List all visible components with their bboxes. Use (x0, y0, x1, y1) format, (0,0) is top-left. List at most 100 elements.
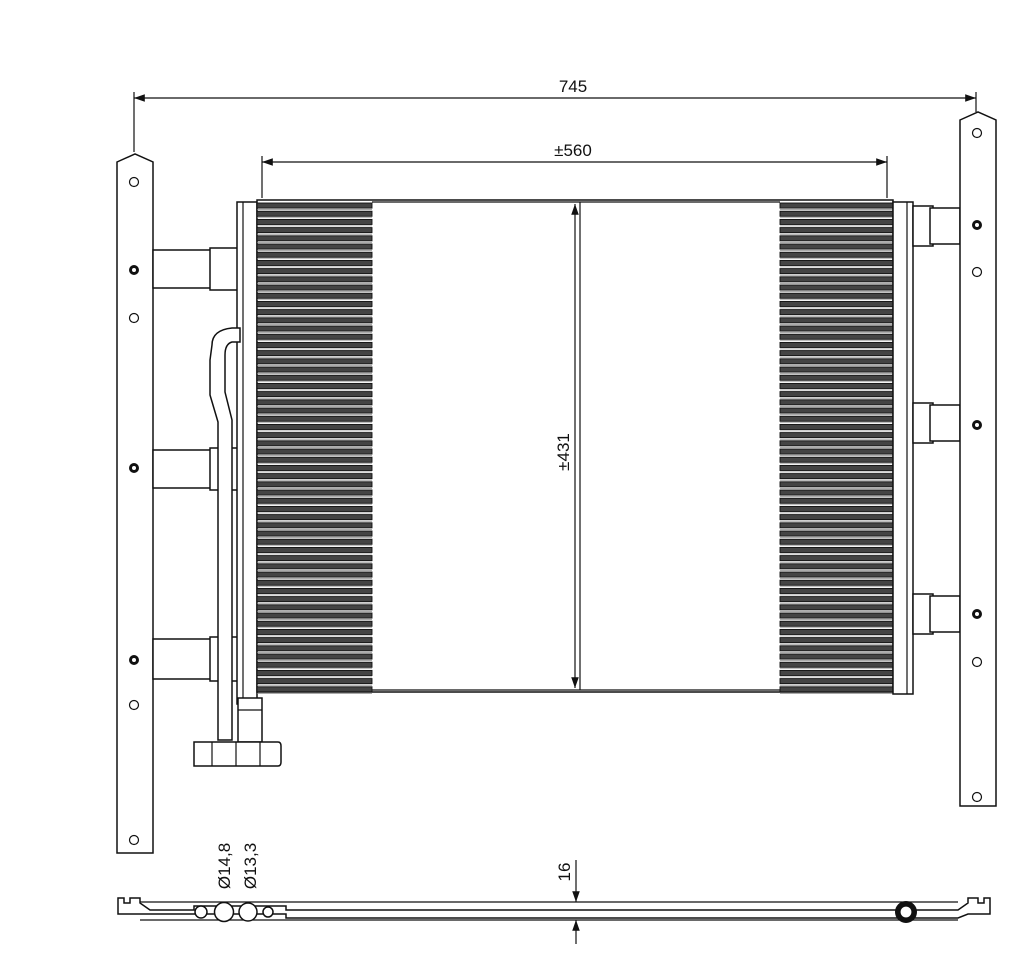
fin-row (256, 686, 373, 693)
fin-row (256, 579, 373, 586)
fin-row (779, 325, 894, 332)
fin-row (779, 579, 894, 586)
fin-row (256, 596, 373, 603)
fin-row (779, 243, 894, 250)
fin-row (256, 325, 373, 332)
fin-row (779, 587, 894, 594)
fin-row (779, 227, 894, 234)
fin-row (256, 514, 373, 521)
fin-row (256, 538, 373, 545)
fin-row (256, 374, 373, 381)
fin-row (779, 686, 894, 693)
fin-row (779, 391, 894, 398)
left-bracket (116, 153, 154, 854)
fin-row (256, 391, 373, 398)
fin-row (779, 268, 894, 275)
fin-row (779, 284, 894, 291)
fin-row (256, 464, 373, 471)
fin-row (779, 309, 894, 316)
fin-row (779, 473, 894, 480)
fin-row (779, 251, 894, 258)
fin-row (779, 522, 894, 529)
pipe-diameter-2-label: Ø13,3 (241, 843, 260, 889)
fin-row (779, 571, 894, 578)
fin-row (779, 514, 894, 521)
fin-row (256, 587, 373, 594)
pipe-diameter-1-label: Ø14,8 (215, 843, 234, 889)
core-width-label: ±560 (554, 141, 592, 160)
fin-row (779, 292, 894, 299)
right-clamps (912, 205, 961, 635)
fin-row (779, 628, 894, 635)
fin-row (256, 530, 373, 537)
fin-row (779, 645, 894, 652)
fin-row (256, 678, 373, 685)
fin-row (256, 202, 373, 209)
fin-row (779, 235, 894, 242)
core-height-label: ±431 (554, 433, 573, 471)
fin-row (256, 448, 373, 455)
pipe-diameter-labels: Ø14,8 Ø13,3 (215, 843, 260, 889)
dimension-core-width: ±560 (261, 141, 888, 198)
fin-row (256, 628, 373, 635)
fin-row (256, 612, 373, 619)
fin-row (256, 358, 373, 365)
fin-row (256, 653, 373, 660)
fin-row (779, 210, 894, 217)
fin-row (779, 563, 894, 570)
fin-row (256, 284, 373, 291)
fin-row (256, 366, 373, 373)
fin-row (779, 612, 894, 619)
fin-row (256, 456, 373, 463)
fin-row (779, 489, 894, 496)
fin-row (779, 341, 894, 348)
fin-row (779, 538, 894, 545)
fin-row (256, 637, 373, 644)
fin-row (256, 415, 373, 422)
fin-row (779, 448, 894, 455)
fin-row (779, 432, 894, 439)
fin-row (779, 358, 894, 365)
fin-row (256, 243, 373, 250)
fin-row (779, 497, 894, 504)
fin-row (256, 669, 373, 676)
fin-row (779, 505, 894, 512)
fin-row (256, 563, 373, 570)
fin-row (779, 637, 894, 644)
fin-row (256, 309, 373, 316)
fin-row (256, 481, 373, 488)
fin-row (779, 382, 894, 389)
fin-row (256, 276, 373, 283)
fin-row (256, 440, 373, 447)
fin-row (256, 497, 373, 504)
side-view (117, 897, 991, 923)
fin-row (256, 555, 373, 562)
fin-row (779, 440, 894, 447)
fin-row (256, 317, 373, 324)
fin-row (779, 555, 894, 562)
fin-row (256, 210, 373, 217)
fin-row (256, 620, 373, 627)
fin-row (779, 317, 894, 324)
fin-row (779, 678, 894, 685)
fin-row (779, 464, 894, 471)
fin-row (256, 489, 373, 496)
right-bracket (959, 111, 997, 807)
fin-row (256, 227, 373, 234)
dimension-overall-width: 745 (133, 77, 977, 152)
right-header-tank (892, 201, 914, 695)
fin-row (779, 423, 894, 430)
fin-row (779, 366, 894, 373)
fin-row (779, 276, 894, 283)
fin-row (256, 268, 373, 275)
fin-row (256, 522, 373, 529)
fin-row (779, 604, 894, 611)
fin-row (256, 333, 373, 340)
fin-row (779, 456, 894, 463)
fin-row (779, 661, 894, 668)
fin-row (779, 481, 894, 488)
fin-row (256, 300, 373, 307)
fin-row (779, 218, 894, 225)
